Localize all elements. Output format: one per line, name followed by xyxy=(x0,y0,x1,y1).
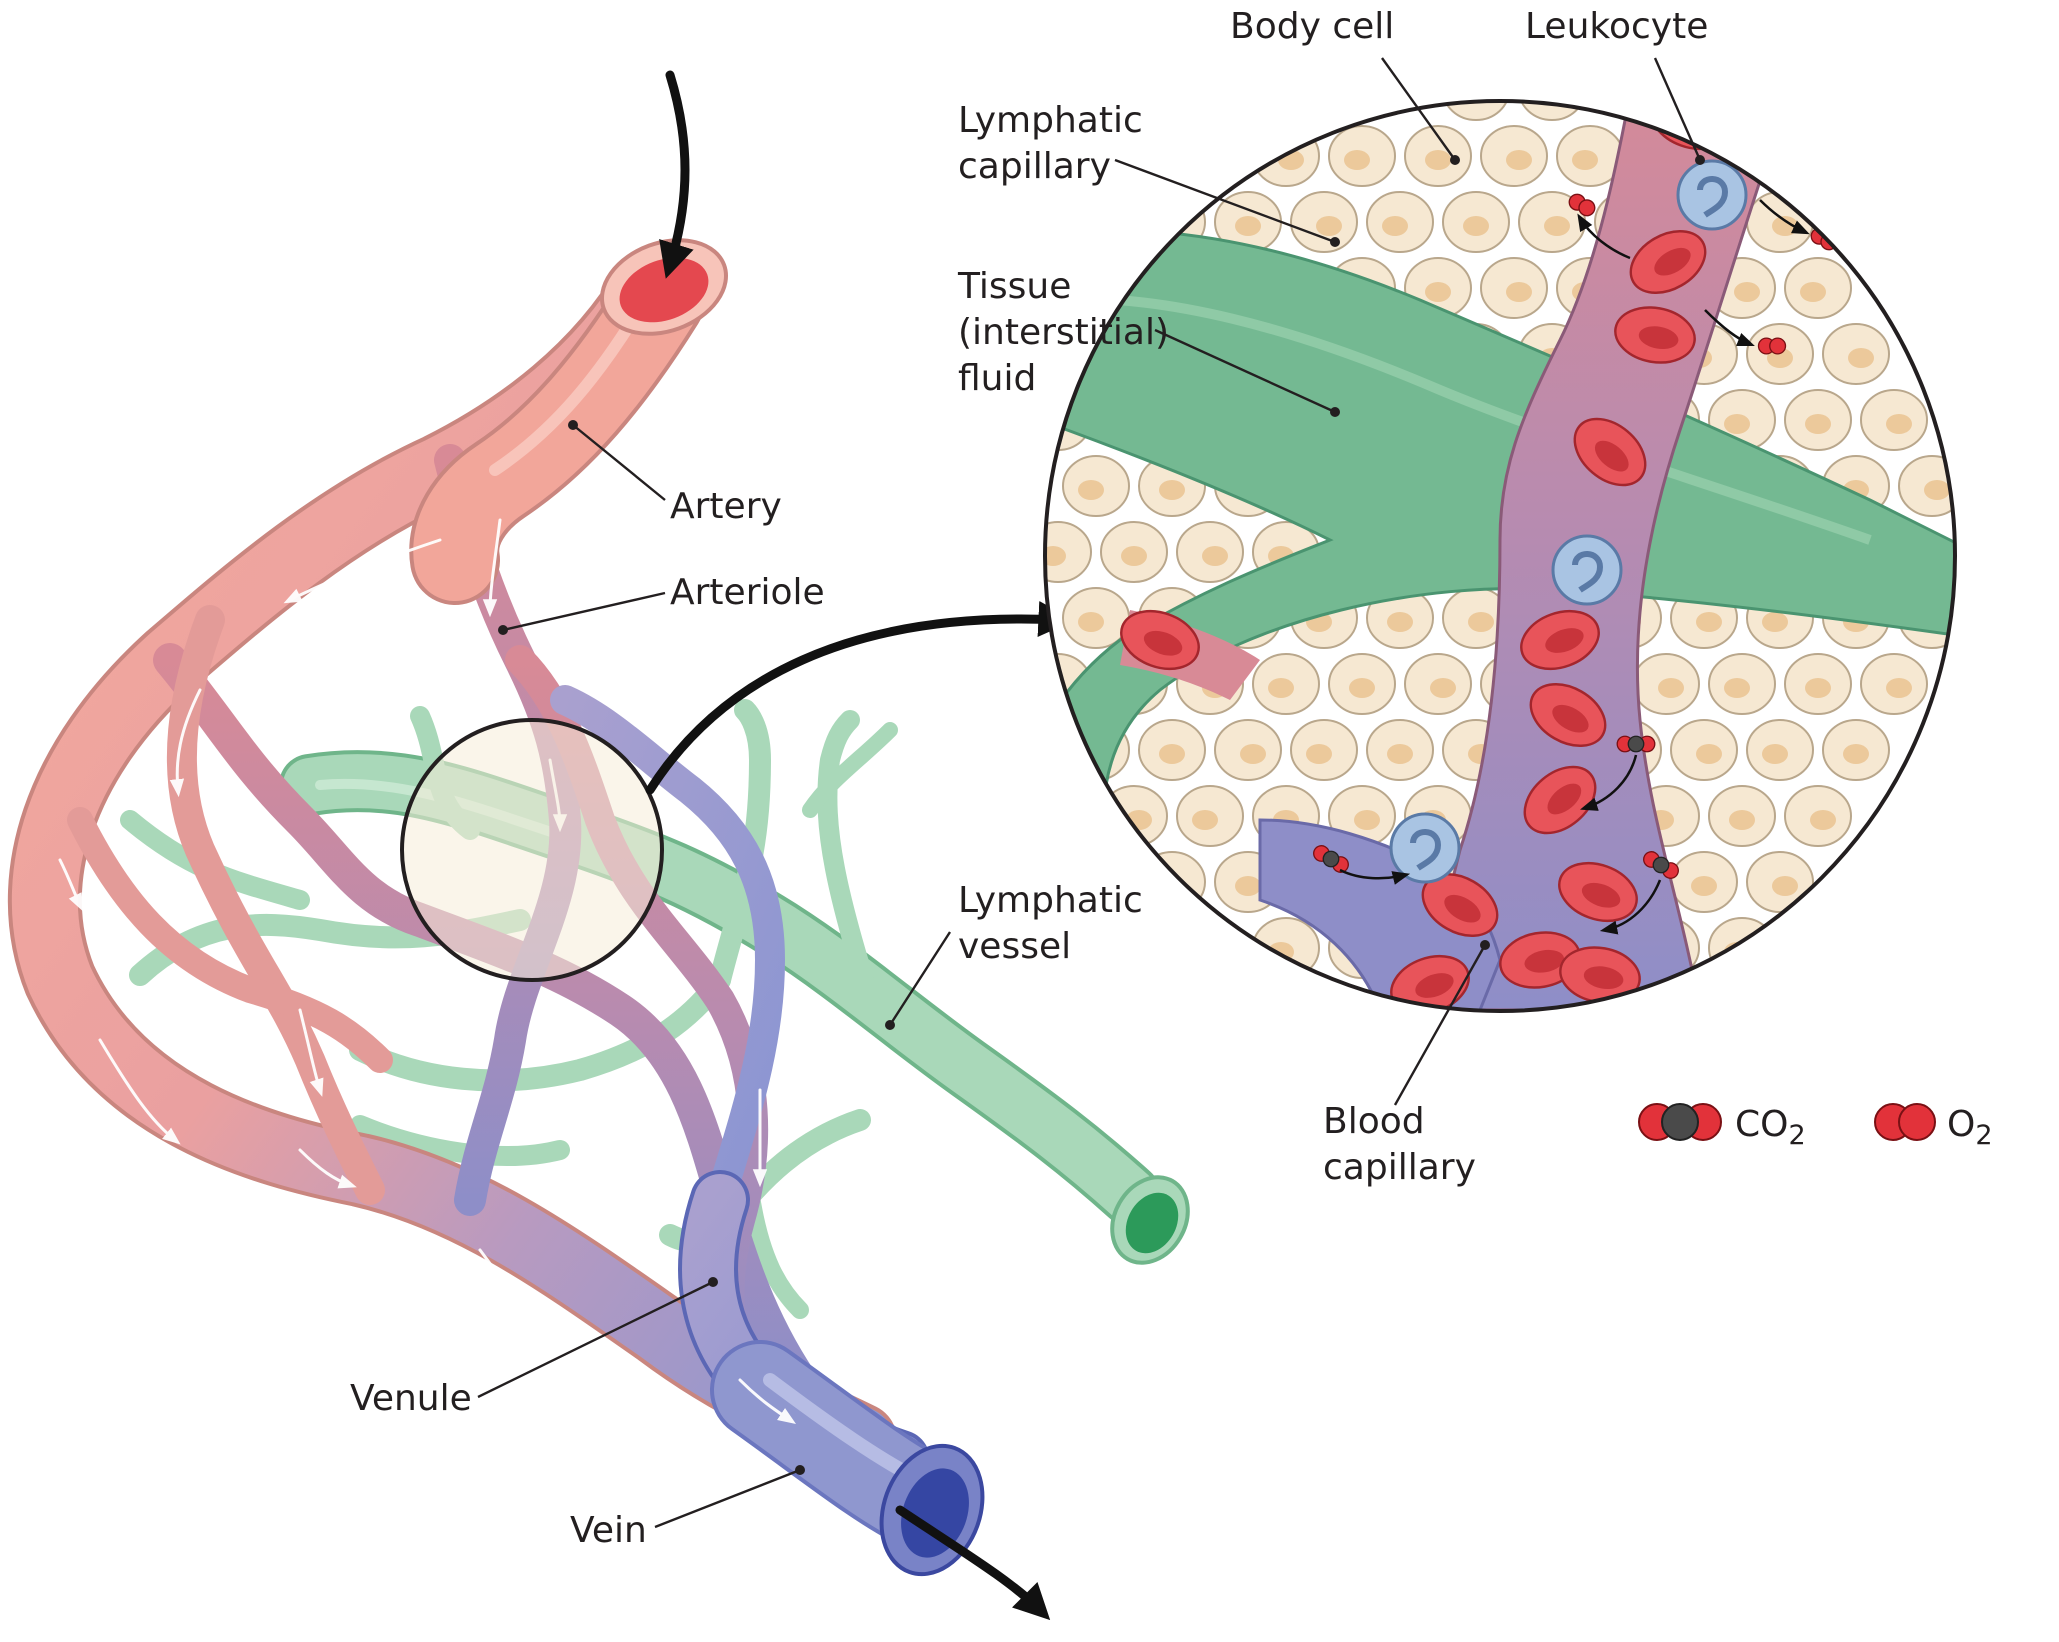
vessel-network xyxy=(7,238,1190,1577)
body-cell xyxy=(1822,323,1890,385)
red-blood-cell xyxy=(1421,872,1499,938)
legend-co2-label: CO2 xyxy=(1735,1104,1806,1151)
body-cell xyxy=(1176,521,1244,583)
body-cell xyxy=(1746,851,1814,913)
label-lymphatic-vessel-1: Lymphatic xyxy=(958,880,1143,921)
body-cell xyxy=(1366,191,1434,253)
leukocytes xyxy=(1389,159,1748,884)
label-artery: Artery xyxy=(670,486,782,527)
red-blood-cell xyxy=(1614,306,1696,364)
body-cell xyxy=(1062,455,1130,517)
label-arteriole: Arteriole xyxy=(670,572,825,613)
red-blood-cell xyxy=(1559,946,1641,1004)
body-cell xyxy=(1518,101,1586,121)
body-cell xyxy=(1784,389,1852,451)
inflow-arrow xyxy=(659,70,694,279)
body-cell xyxy=(1784,785,1852,847)
body-cell xyxy=(1784,653,1852,715)
body-cell xyxy=(1138,851,1206,913)
red-blood-cell xyxy=(1523,765,1597,835)
body-cell xyxy=(1404,125,1472,187)
body-cell xyxy=(1290,719,1358,781)
body-cell xyxy=(1670,719,1738,781)
body-cell xyxy=(1746,719,1814,781)
leukocyte-cell xyxy=(1389,812,1461,884)
body-cell xyxy=(1746,191,1814,253)
leukocyte-cell xyxy=(1551,534,1623,606)
lymphatic-capillary-band xyxy=(1045,228,1955,963)
body-cell xyxy=(1328,125,1396,187)
body-cell xyxy=(1480,257,1548,319)
red-blood-cell xyxy=(1390,954,1470,1011)
leukocyte-cell xyxy=(1676,159,1748,231)
zoom-arrow xyxy=(645,601,1075,795)
legend-co2: CO2 xyxy=(1638,1103,1806,1151)
body-cell xyxy=(1442,191,1510,253)
body-cell xyxy=(1138,719,1206,781)
body-cell xyxy=(1328,653,1396,715)
label-tissue-fluid-2: (interstitial) xyxy=(958,312,1169,353)
artery xyxy=(409,238,728,605)
legend-o2-label: O2 xyxy=(1947,1104,1993,1151)
label-lymphatic-vessel-2: vessel xyxy=(958,926,1071,967)
red-blood-cell xyxy=(1558,861,1638,923)
label-lymphatic-capillary-2: capillary xyxy=(958,146,1111,187)
direction-arrows xyxy=(645,70,1075,1621)
label-blood-capillary-1: Blood xyxy=(1323,1101,1425,1142)
legend-o2: O2 xyxy=(1874,1103,1993,1151)
label-leukocyte: Leukocyte xyxy=(1525,6,1708,47)
label-tissue-fluid-3: fluid xyxy=(958,358,1036,399)
label-blood-capillary-2: capillary xyxy=(1323,1147,1476,1188)
body-cell xyxy=(1708,653,1776,715)
body-cell xyxy=(1252,653,1320,715)
label-venule: Venule xyxy=(350,1378,472,1419)
red-blood-cell xyxy=(1520,609,1600,671)
body-cell xyxy=(1480,125,1548,187)
body-cell xyxy=(1442,587,1510,649)
body-cell xyxy=(1784,257,1852,319)
body-cell xyxy=(1045,521,1092,583)
label-vein: Vein xyxy=(570,1510,647,1551)
body-cell xyxy=(1214,719,1282,781)
body-cell xyxy=(1708,785,1776,847)
body-cell xyxy=(1898,455,1955,517)
outflow-arrow xyxy=(895,1505,1051,1621)
body-cell xyxy=(1860,389,1928,451)
red-blood-cell xyxy=(1120,609,1200,671)
red-blood-cell xyxy=(1529,682,1607,748)
body-cell xyxy=(1366,719,1434,781)
body-cell xyxy=(1632,653,1700,715)
red-blood-cell xyxy=(1629,229,1707,295)
magnified-region-marker xyxy=(400,718,664,982)
label-tissue-fluid-1: Tissue xyxy=(957,266,1071,307)
legend: CO2 O2 xyxy=(1638,1103,1993,1151)
body-cell xyxy=(1556,125,1624,187)
body-cell xyxy=(1860,653,1928,715)
body-cell xyxy=(1670,851,1738,913)
body-cell xyxy=(1518,191,1586,253)
labels: Body cell Leukocyte Lymphatic capillary … xyxy=(350,6,1708,1551)
body-cell xyxy=(1404,653,1472,715)
label-lymphatic-capillary-1: Lymphatic xyxy=(958,100,1143,141)
body-cell xyxy=(1100,521,1168,583)
label-body-cell: Body cell xyxy=(1230,6,1394,47)
leader-lines xyxy=(477,57,1705,1529)
body-cell xyxy=(1176,785,1244,847)
magnified-view xyxy=(1043,99,1957,1013)
body-cell xyxy=(1290,191,1358,253)
gas-exchange xyxy=(1310,190,1841,935)
body-cell xyxy=(1822,719,1890,781)
body-cell xyxy=(1442,101,1510,121)
red-blood-cell xyxy=(1573,417,1647,487)
